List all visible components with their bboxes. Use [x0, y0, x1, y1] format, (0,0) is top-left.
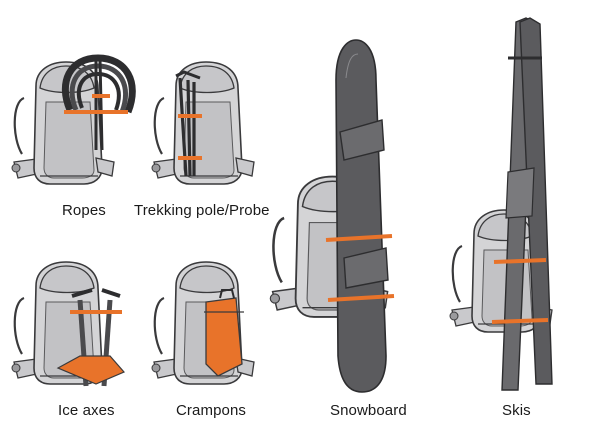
caption-skis: Skis — [502, 402, 531, 419]
caption-snowboard: Snowboard — [330, 402, 407, 419]
panel-snowboard — [269, 39, 395, 393]
crampon-bag-icon — [204, 289, 244, 377]
panel-skis — [448, 17, 554, 391]
skis-icon — [491, 17, 553, 391]
panel-crampons — [150, 260, 256, 386]
snowboard-icon — [325, 39, 395, 393]
trekking-pole-icon — [175, 70, 202, 177]
backpack-illustration — [150, 60, 256, 186]
rope-coil-icon — [61, 54, 136, 151]
ice-axe-icon — [56, 288, 125, 387]
panel-iceaxes — [10, 260, 125, 387]
caption-ropes: Ropes — [62, 202, 106, 219]
caption-iceaxes: Ice axes — [58, 402, 115, 419]
panel-trekking — [150, 60, 256, 186]
caption-crampons: Crampons — [176, 402, 246, 419]
caption-trekking: Trekking pole/Probe — [134, 202, 270, 219]
panel-ropes — [10, 54, 136, 186]
